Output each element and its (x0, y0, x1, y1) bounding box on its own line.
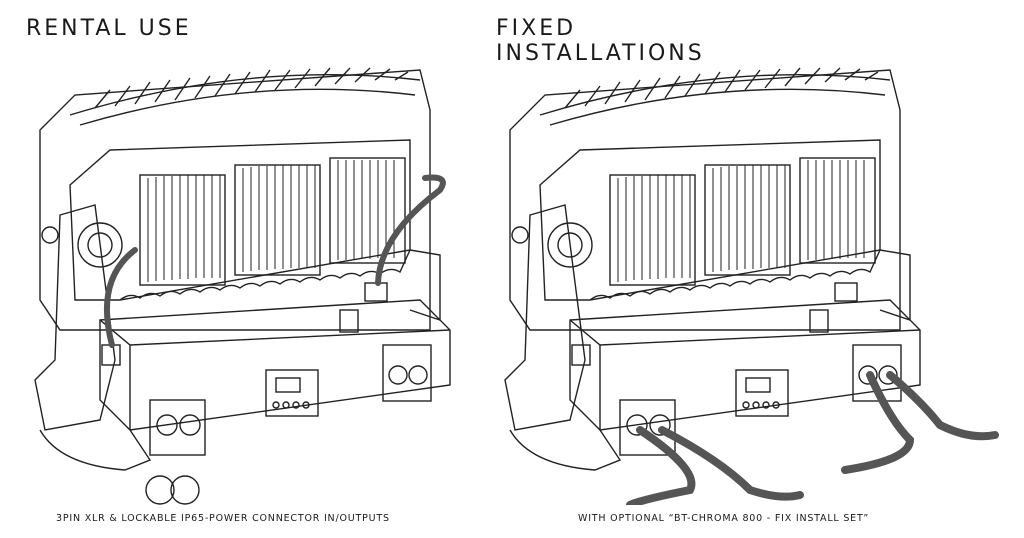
cable-icon (658, 426, 804, 501)
heatsink-module-1 (609, 174, 696, 286)
heatsink-module-3 (799, 157, 876, 264)
cable-gland-2 (364, 282, 388, 302)
tilt-knob (77, 222, 123, 268)
fixture-back-housing (39, 69, 431, 331)
connector-icon (852, 344, 902, 402)
cable-icon (841, 371, 915, 474)
tilt-knob (547, 222, 593, 268)
cable-icon (886, 371, 999, 441)
power-connector-block (149, 399, 206, 456)
cable-gland-3 (101, 344, 121, 366)
cable-gland-1 (339, 309, 359, 333)
caption-rental: 3PIN XLR & LOCKABLE IP65-POWER CONNECTOR… (56, 513, 390, 524)
xlr-connector-block (382, 344, 432, 402)
cable-icon (626, 426, 696, 505)
heatsink-module-2 (234, 164, 321, 276)
power-plug-2 (170, 475, 200, 505)
heading-rental-use: RENTAL USE (26, 16, 192, 41)
connector-icon (619, 399, 676, 456)
power-plug-1 (145, 475, 175, 505)
base-foot (39, 429, 152, 471)
heatsink-module-3 (329, 157, 406, 264)
heatsink-module-2 (704, 164, 791, 276)
fixture-rental-drawing (34, 67, 451, 505)
front-scallop-edge (589, 249, 881, 301)
yoke-right (879, 249, 911, 321)
cable-icon (375, 174, 446, 286)
front-scallop-edge (119, 249, 411, 301)
cable-gland-2 (834, 282, 858, 302)
yoke-left (34, 204, 116, 431)
heatsink-module-1 (139, 174, 226, 286)
base-housing (569, 299, 921, 431)
control-display (735, 369, 789, 417)
fixture-fixed-install-drawing (504, 67, 999, 505)
cable-icon (103, 247, 138, 348)
yoke-left (504, 204, 586, 431)
control-display (265, 369, 319, 417)
base-foot (509, 429, 622, 471)
top-fins (69, 67, 421, 126)
yoke-right (409, 249, 441, 321)
heading-fixed-installations: FIXED INSTALLATIONS (496, 16, 705, 66)
cable-gland-3 (571, 344, 591, 366)
base-housing (99, 299, 451, 431)
top-fins (539, 67, 891, 126)
caption-fixed-install: WITH OPTIONAL “BT-CHROMA 800 - FIX INSTA… (578, 513, 870, 524)
fixture-back-housing (509, 69, 901, 331)
cable-gland-1 (809, 309, 829, 333)
